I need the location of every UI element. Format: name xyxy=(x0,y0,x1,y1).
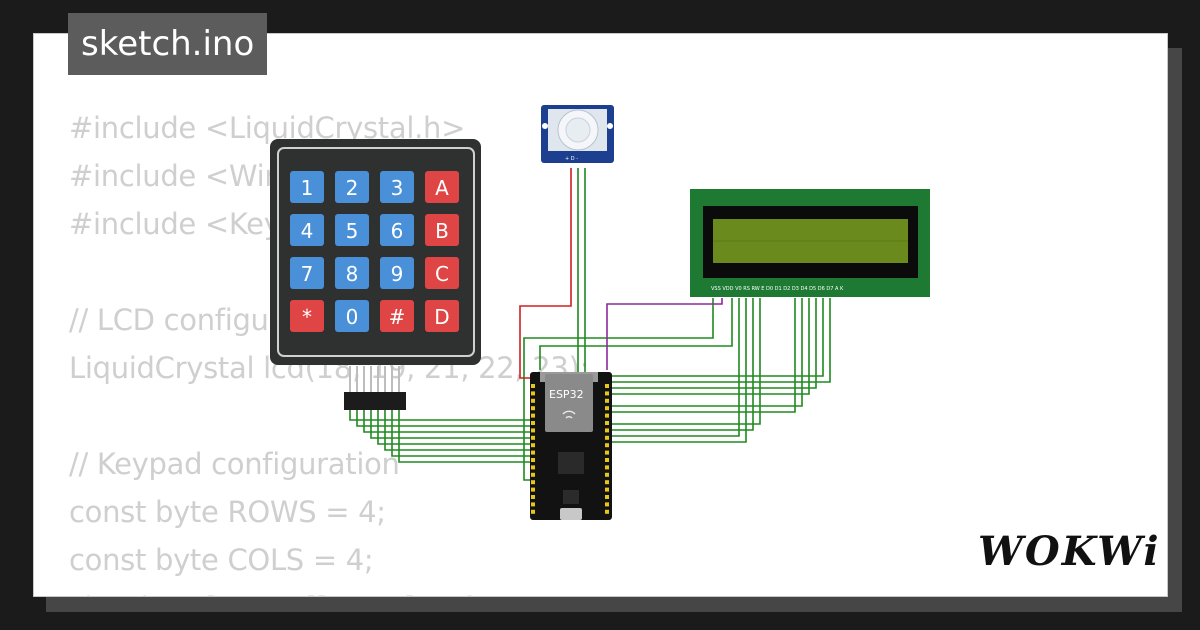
keypad-key-label: 0 xyxy=(346,305,359,329)
keypad-key-7[interactable]: 7 xyxy=(290,257,324,289)
board-pin xyxy=(531,421,535,425)
board-pin xyxy=(605,450,609,455)
board-pin xyxy=(531,480,535,485)
board-pin xyxy=(531,472,535,477)
board-pin xyxy=(605,495,609,499)
code-line: const byte ROWS = 4; xyxy=(69,495,386,529)
lcd-wires xyxy=(523,298,831,481)
keypad-key-*[interactable]: * xyxy=(290,300,324,332)
keypad-key-8[interactable]: 8 xyxy=(335,257,369,289)
board-pin xyxy=(531,509,535,514)
board-pin xyxy=(605,413,609,418)
board-pin xyxy=(531,428,535,433)
board-pin xyxy=(531,435,535,440)
board-pins xyxy=(531,384,609,514)
keypad-key-label: 8 xyxy=(346,262,359,286)
keypad-key-3[interactable]: 3 xyxy=(380,171,414,203)
board-pin xyxy=(531,502,535,507)
board-pin xyxy=(605,391,609,396)
board-pin xyxy=(531,413,535,418)
board-pin xyxy=(605,509,609,514)
keypad-key-0[interactable]: 0 xyxy=(335,300,369,332)
board-pin xyxy=(605,458,609,462)
keypad-key-label: D xyxy=(434,305,449,329)
keypad-key-A[interactable]: A xyxy=(425,171,459,203)
board-pin xyxy=(605,398,609,403)
board-pin xyxy=(605,435,609,440)
pir-sensor[interactable]: + D - xyxy=(541,105,614,163)
keypad-key-label: 4 xyxy=(301,219,314,243)
board-pin xyxy=(605,406,609,411)
board-pin xyxy=(531,487,535,492)
keypad-wires xyxy=(349,410,536,463)
keypad-key-label: 2 xyxy=(346,176,359,200)
pir-ground-wire xyxy=(584,168,606,381)
lcd-purple-wire xyxy=(606,298,723,370)
board-pin xyxy=(605,428,609,433)
board-pin xyxy=(531,465,535,470)
file-tab[interactable]: sketch.ino xyxy=(68,13,268,75)
board-pin xyxy=(531,458,535,462)
keypad-key-label: 6 xyxy=(391,219,404,243)
board-pin xyxy=(605,502,609,507)
keypad-header-pins xyxy=(349,366,400,392)
keypad-key-label: 5 xyxy=(346,219,359,243)
esp32-label: ESP32 xyxy=(549,388,584,401)
keypad-key-1[interactable]: 1 xyxy=(290,171,324,203)
keypad-key-5[interactable]: 5 xyxy=(335,214,369,246)
esp32-board[interactable]: ESP32 xyxy=(530,372,612,520)
keypad-key-4[interactable]: 4 xyxy=(290,214,324,246)
wokwi-logo[interactable]: WOKWi xyxy=(978,528,1161,575)
keypad-key-label: 1 xyxy=(301,176,314,200)
keypad-key-label: 3 xyxy=(391,176,404,200)
keypad-key-label: 9 xyxy=(391,262,404,286)
keypad-key-9[interactable]: 9 xyxy=(380,257,414,289)
keypad-key-#[interactable]: # xyxy=(380,300,414,332)
board-pin xyxy=(605,487,609,492)
keypad[interactable]: 1 2 3 A 4 5 6 B 7 8 9 C * 0 # D xyxy=(270,139,481,410)
keypad-key-label: # xyxy=(389,305,406,329)
keypad-key-6[interactable]: 6 xyxy=(380,214,414,246)
keypad-key-D[interactable]: D xyxy=(425,300,459,332)
board-pin xyxy=(605,465,609,470)
code-line: // Keypad configuration xyxy=(69,447,400,481)
board-pin xyxy=(531,391,535,396)
board-pin xyxy=(605,384,609,388)
keypad-key-label: A xyxy=(435,176,449,200)
wifi-icon xyxy=(562,410,576,419)
lcd-display[interactable]: VSS VDD V0 RS RW E D0 D1 D2 D3 D4 D5 D6 … xyxy=(690,189,930,297)
code-line: char keys[ROWS][COLS] = { xyxy=(69,584,589,596)
pir-pin-labels: + D - xyxy=(565,156,578,162)
board-pin xyxy=(605,443,609,448)
keypad-key-2[interactable]: 2 xyxy=(335,171,369,203)
board-pin xyxy=(531,495,535,499)
keypad-key-label: C xyxy=(435,262,449,286)
board-pin xyxy=(605,480,609,485)
keypad-key-label: * xyxy=(302,305,312,329)
pir-power-wire xyxy=(519,168,572,379)
keypad-key-B[interactable]: B xyxy=(425,214,459,246)
lcd-pin-labels: VSS VDD V0 RS RW E D0 D1 D2 D3 D4 D5 D6 … xyxy=(711,286,844,292)
code-line: const byte COLS = 4; xyxy=(69,543,374,577)
board-pin xyxy=(605,472,609,477)
board-pin xyxy=(531,443,535,448)
board-pin xyxy=(531,398,535,403)
keypad-key-label: B xyxy=(435,219,449,243)
keypad-key-label: 7 xyxy=(301,262,314,286)
board-pin xyxy=(531,450,535,455)
board-pin xyxy=(531,384,535,388)
board-pin xyxy=(531,406,535,411)
board-pin xyxy=(605,421,609,425)
keypad-keys: 1 2 3 A 4 5 6 B 7 8 9 C * 0 # D xyxy=(290,171,459,332)
keypad-key-C[interactable]: C xyxy=(425,257,459,289)
